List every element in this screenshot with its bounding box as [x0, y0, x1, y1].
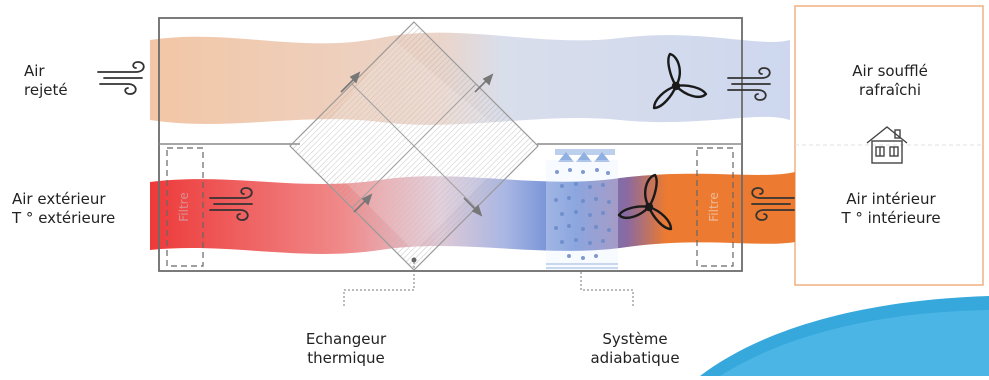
spray-nozzle-icon: [546, 149, 618, 270]
decorative-wave-inner: [720, 310, 989, 376]
exchanger-pointer-dot: [411, 257, 417, 263]
wind-icon: [751, 187, 795, 221]
wind-icon: [209, 187, 253, 221]
fan-icon: [652, 52, 708, 110]
label-air-souffle: Air soufflé rafraîchi: [852, 62, 928, 99]
filter-left-label: Filtre: [177, 192, 191, 221]
filter-left: [166, 147, 204, 267]
fan-icon: [617, 173, 673, 231]
filter-right-label: Filtre: [707, 192, 721, 221]
exchanger-leader-line: [343, 262, 415, 308]
label-air-exterieur: Air extérieur T ° extérieure: [12, 190, 116, 227]
label-air-rejete: Air rejeté: [24, 62, 68, 99]
wind-icon: [727, 67, 771, 101]
wind-icon: [97, 61, 145, 95]
water-droplets: [554, 168, 611, 260]
water-basin: [546, 263, 618, 269]
adiabatic-leader-line: [580, 272, 634, 308]
filter-right: [696, 147, 734, 267]
supply-air-stream: [150, 172, 795, 254]
label-adiabatique: Système adiabatique: [590, 330, 680, 367]
label-air-interieur: Air intérieur T ° intérieure: [841, 190, 941, 227]
house-icon: [866, 126, 908, 164]
label-echangeur: Echangeur thermique: [305, 330, 387, 367]
flow-arrows: [340, 71, 494, 217]
